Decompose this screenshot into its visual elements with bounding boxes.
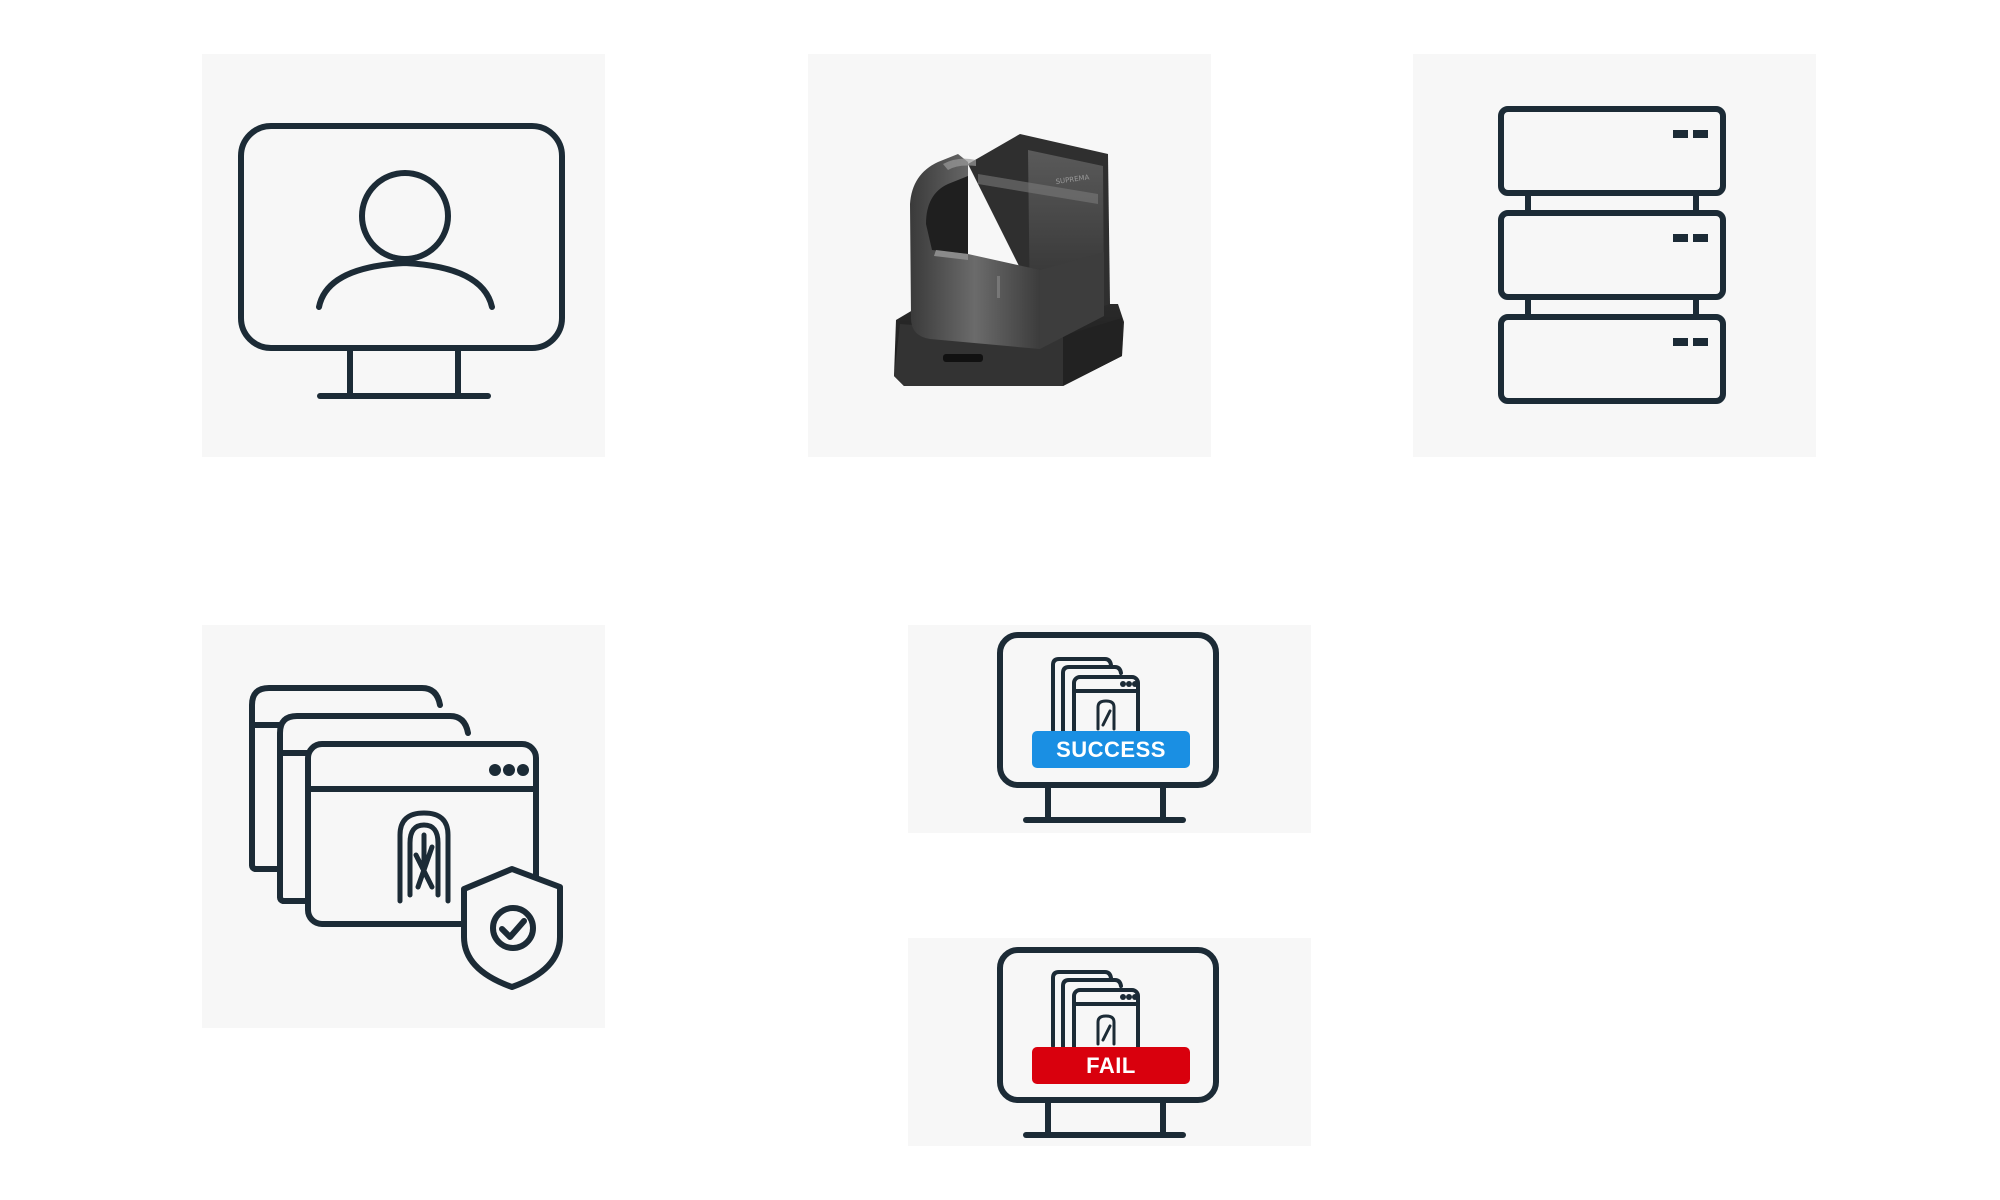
secure-browser-windows-icon [249,685,563,990]
success-tile: SUCCESS [908,625,1311,833]
fail-tile: FAIL [908,938,1311,1146]
secure-windows-tile [202,625,605,1028]
reader-device-tile: SUPREMA [808,54,1211,457]
success-status-badge: SUCCESS [1032,731,1190,768]
server-tile [1413,54,1816,457]
server-rack-icon [1498,106,1726,404]
user-monitor-icon [238,123,565,399]
shield-check-icon [461,866,563,990]
fingerprint-reader-device-image: SUPREMA [894,134,1124,386]
user-workstation-tile [202,54,605,457]
fail-status-badge: FAIL [1032,1047,1190,1084]
monitor-success-icon [997,632,1219,823]
fingerprint-icon [397,810,451,904]
monitor-fail-icon [997,947,1219,1138]
